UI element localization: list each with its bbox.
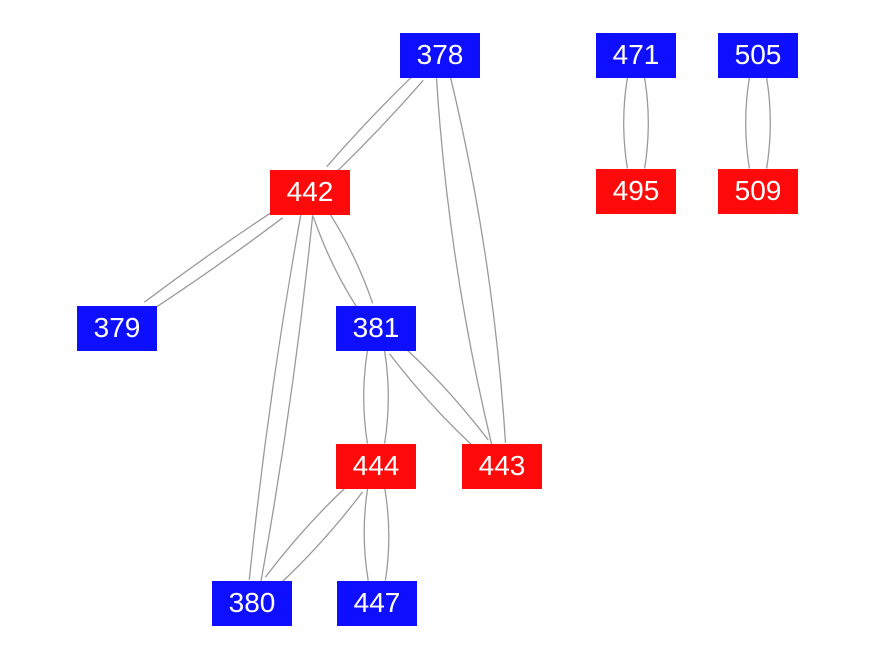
edge-378-443 (435, 78, 493, 445)
node-label: 447 (353, 587, 401, 618)
node-379[interactable]: 379 (77, 305, 157, 351)
node-label: 442 (286, 176, 334, 207)
node-label: 495 (612, 175, 660, 206)
edge-380-444 (279, 491, 364, 585)
node-label: 381 (352, 312, 400, 343)
edge-444-447 (363, 488, 369, 581)
edge-442-378 (335, 79, 424, 173)
edge-443-378 (449, 76, 507, 443)
edge-381-443 (389, 353, 475, 448)
node-label: 379 (93, 312, 141, 343)
node-label: 378 (416, 39, 464, 70)
edge-380-442 (260, 215, 314, 582)
node-381[interactable]: 381 (336, 305, 416, 351)
node-443[interactable]: 443 (462, 443, 542, 489)
node-380[interactable]: 380 (212, 580, 292, 626)
node-label: 444 (352, 450, 400, 481)
node-471[interactable]: 471 (596, 32, 676, 78)
edge-505-509 (745, 77, 751, 169)
node-label: 443 (478, 450, 526, 481)
node-444[interactable]: 444 (336, 443, 416, 489)
node-505[interactable]: 505 (718, 32, 798, 78)
edge-471-495 (623, 77, 629, 169)
node-447[interactable]: 447 (337, 580, 417, 626)
node-label: 509 (734, 175, 782, 206)
edge-442-379 (144, 210, 274, 303)
edge-442-381 (312, 216, 358, 309)
edge-442-380 (248, 213, 302, 580)
edge-378-442 (326, 74, 415, 168)
edge-444-381 (383, 350, 389, 444)
edge-379-442 (153, 217, 283, 310)
edge-495-471 (643, 77, 649, 169)
node-495[interactable]: 495 (596, 168, 676, 214)
edge-444-380 (264, 484, 349, 578)
node-label: 471 (612, 39, 660, 70)
node-509[interactable]: 509 (718, 168, 798, 214)
edge-381-442 (328, 211, 374, 304)
edge-447-444 (384, 488, 390, 581)
node-label: 505 (734, 39, 782, 70)
node-label: 380 (228, 587, 276, 618)
edge-381-444 (363, 350, 369, 444)
node-378[interactable]: 378 (400, 32, 480, 78)
edge-509-505 (765, 77, 771, 169)
node-442[interactable]: 442 (270, 169, 350, 215)
edge-443-381 (403, 346, 489, 441)
